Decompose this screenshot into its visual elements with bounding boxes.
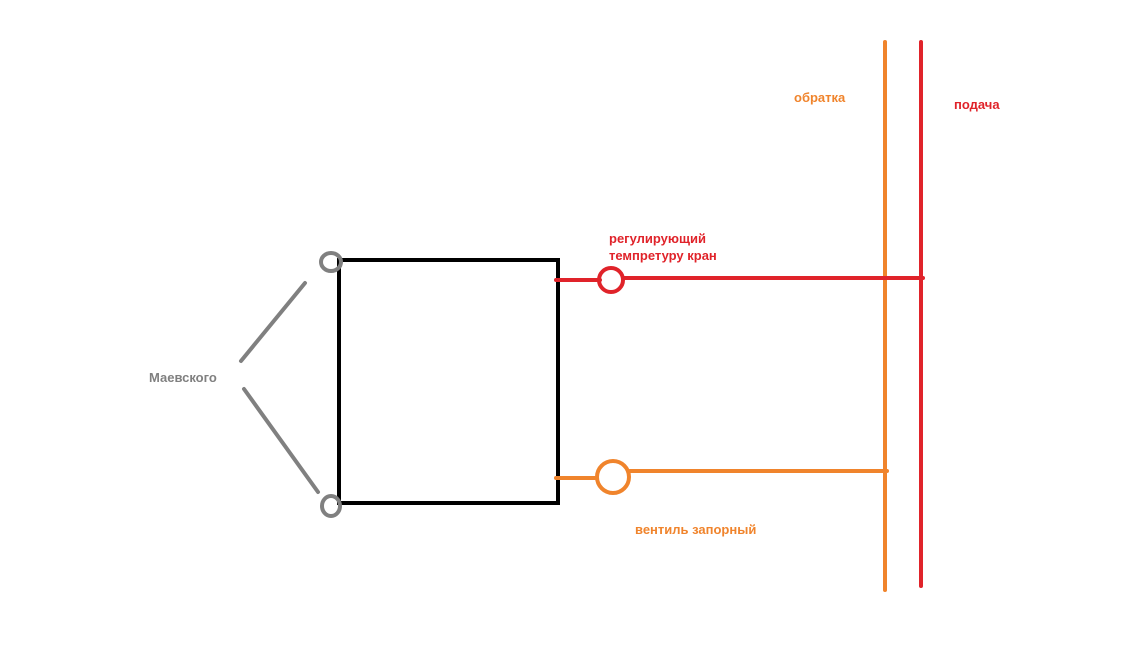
shutoff-valve-label: вентиль запорный	[635, 522, 757, 537]
mayevsky-valve-top	[319, 251, 343, 273]
mayevsky-leader-bottom	[242, 387, 320, 494]
regulating-valve-label-line2: темпретуру кран	[609, 248, 717, 263]
mayevsky-leader-top	[239, 281, 307, 363]
radiator	[337, 258, 560, 505]
mayevsky-valve-bottom	[320, 494, 342, 518]
regulating-valve-label: регулирующий темпретуру кран	[609, 230, 717, 264]
regulating-valve	[597, 266, 625, 294]
supply-pipe-label: подача	[954, 97, 1000, 112]
regulating-valve-label-line1: регулирующий	[609, 231, 706, 246]
shutoff-valve	[595, 459, 631, 495]
return-pipe-label: обратка	[794, 90, 846, 105]
mayevsky-valve-label: Маевского	[149, 370, 217, 385]
